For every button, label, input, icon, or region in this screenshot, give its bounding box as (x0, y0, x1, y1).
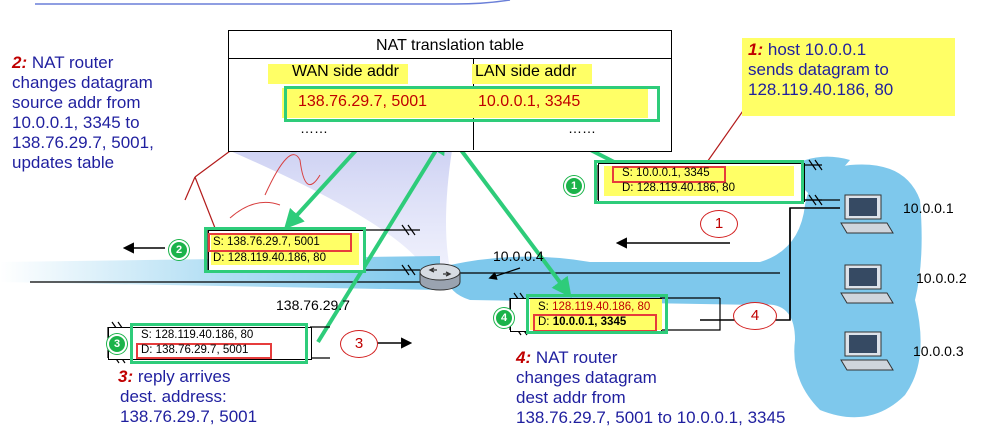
step-1-annotation: 1: host 10.0.0.1 sends datagram to 128.1… (748, 40, 893, 100)
step-4-number: 4: (516, 348, 532, 367)
flow-label-4: 4 (733, 302, 777, 330)
col-header-wan-label: WAN side addr (292, 63, 399, 80)
step-4-line: NAT router (535, 348, 618, 367)
step-1-number: 1: (748, 40, 764, 59)
step-1-line: sends datagram to (748, 60, 889, 79)
col-header-wan (268, 64, 408, 84)
host-computer (840, 331, 894, 371)
datagram-2-src: S: 138.76.29.7, 5001 (213, 236, 320, 248)
datagram-1-fields: S: 10.0.0.1, 3345 D: 128.119.40.186, 80 (622, 166, 792, 196)
host-2-address: 10.0.0.2 (916, 270, 967, 286)
step-3-line: dest. address: (120, 387, 227, 406)
top-rule (35, 0, 511, 5)
flow-label-1: 1 (700, 210, 738, 238)
table-entry-box (284, 86, 660, 122)
col-header-lan (472, 64, 592, 84)
step-badge-3: 3 (107, 334, 127, 354)
step-3-line: 138.76.29.7, 5001 (120, 407, 258, 426)
datagram-4-dst-prefix: D: (538, 316, 553, 328)
table-cell-wan-empty: …… (300, 120, 328, 136)
step-badge-4: 4 (494, 308, 514, 328)
projection-beam (228, 150, 452, 278)
datagram-1-dst: D: 128.119.40.186, 80 (622, 182, 735, 194)
datagram-4-src-prefix: S: (538, 301, 553, 313)
datagram-4-dst-value: 10.0.0.1, 3345 (552, 316, 627, 328)
datagram-4-outline (526, 294, 668, 334)
host-computer (840, 194, 894, 234)
host-1-address: 10.0.0.1 (903, 200, 954, 216)
host-computer (840, 264, 894, 304)
step-2-line: source addr from (12, 93, 141, 112)
datagram-3-outline (130, 323, 308, 364)
step-1-line: host 10.0.0.1 (767, 40, 867, 59)
datagram-3-fields: S: 128.119.40.186, 80 D: 138.76.29.7, 50… (141, 328, 306, 358)
datagram-2-highlight (211, 233, 359, 265)
table-cell-lan-empty: …… (568, 120, 596, 136)
step-2-line: updates table (12, 153, 115, 172)
router-wan-address: 138.76.29.7 (276, 297, 350, 313)
datagram-3-dst: D: 138.76.29.7, 5001 (141, 344, 249, 356)
datagram-4-src-value: 128.119.40.186, 80 (552, 301, 651, 313)
step-1-line: 128.119.40.186, 80 (748, 80, 894, 99)
nat-router (419, 263, 461, 291)
table-cell-wan: 138.76.29.7, 5001 (298, 93, 428, 110)
step-2-line: 138.76.29.7, 5001, (12, 133, 154, 152)
nat-table-title: NAT translation table (376, 37, 524, 54)
step-4-line: dest addr from (516, 388, 626, 407)
datagram-2-dst: D: 128.119.40.186, 80 (213, 252, 326, 264)
step-2-line: NAT router (31, 53, 114, 72)
datagram-1-outline (594, 160, 804, 204)
step-4-annotation: 4: NAT router changes datagram dest addr… (516, 348, 785, 428)
step-badge-2: 2 (169, 240, 189, 260)
datagram-3-src: S: 128.119.40.186, 80 (141, 329, 254, 341)
flow-label-3: 3 (340, 330, 378, 358)
table-row-highlight (282, 88, 648, 118)
step-2-line: changes datagram (12, 73, 153, 92)
step-1-highlight (742, 38, 955, 116)
datagram-1-src: S: 10.0.0.1, 3345 (622, 167, 710, 179)
step-3-annotation: 3: reply arrives dest. address: 138.76.2… (118, 367, 257, 427)
step-2-line: 10.0.0.1, 3345 to (12, 113, 140, 132)
col-header-lan-label: LAN side addr (475, 63, 577, 80)
router-lan-address: 10.0.0.4 (493, 248, 544, 264)
datagram-2-outline (204, 227, 366, 273)
datagram-4-fields: S: 128.119.40.186, 80 D: 10.0.0.1, 3345 (538, 300, 668, 330)
datagram-2-src-box (208, 233, 352, 252)
host-3-address: 10.0.0.3 (913, 343, 964, 359)
table-divider (228, 58, 672, 59)
step-4-line: changes datagram (516, 368, 657, 387)
step-4-line: 138.76.29.7, 5001 to 10.0.0.1, 3345 (516, 408, 786, 427)
lan-cloud (447, 164, 922, 418)
table-cell-lan: 10.0.0.1, 3345 (478, 93, 581, 110)
datagram-2-fields: S: 138.76.29.7, 5001 D: 128.119.40.186, … (213, 235, 363, 267)
step-3-number: 3: (118, 367, 134, 386)
step-3-line: reply arrives (137, 367, 231, 386)
datagram-4-src: S: 128.119.40.186, 80 (538, 300, 650, 314)
datagram-4-dst: D: 10.0.0.1, 3345 (538, 315, 626, 329)
datagram-1-src-box (612, 166, 726, 183)
step-2-annotation: 2: NAT router changes datagram source ad… (12, 53, 154, 173)
step-badge-1: 1 (564, 176, 584, 196)
step-2-number: 2: (12, 53, 28, 72)
datagram-3-dst-box (136, 343, 272, 359)
